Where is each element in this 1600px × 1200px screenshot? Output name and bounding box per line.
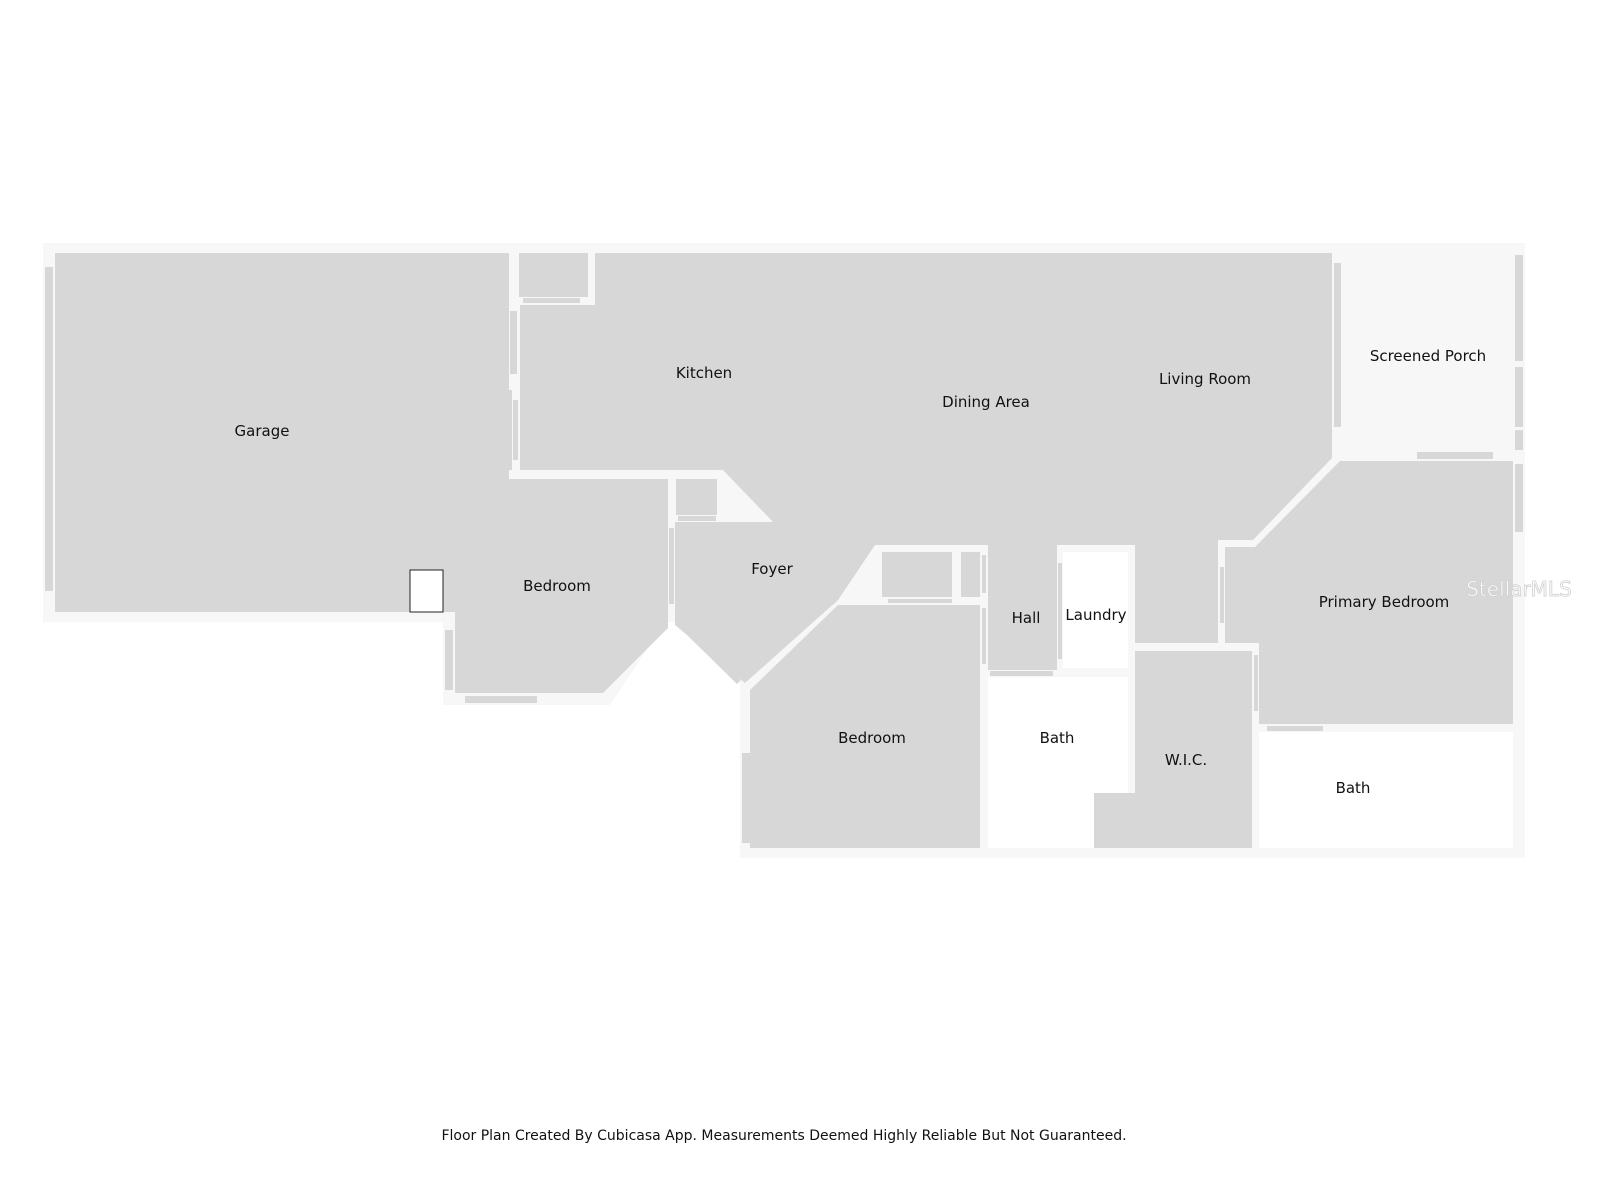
watermark: StellarMLS: [1466, 577, 1572, 601]
room-label-hall: Hall: [1012, 609, 1041, 627]
kitchen-dining-living-room: [520, 253, 1332, 683]
windows: [45, 255, 1523, 843]
closet: [882, 552, 952, 597]
garage-water-heater: [409, 569, 444, 613]
room-label-living: Living Room: [1159, 370, 1251, 388]
room-label-wic: W.I.C.: [1165, 751, 1207, 769]
bath-right-room: [1259, 732, 1513, 848]
room-label-porch: Screened Porch: [1370, 347, 1486, 365]
room-label-primary-bedroom: Primary Bedroom: [1319, 593, 1450, 611]
room-label-kitchen: Kitchen: [676, 364, 732, 382]
closet: [455, 390, 512, 470]
laundry-room: [1063, 552, 1128, 668]
closet: [519, 253, 588, 297]
room-label-laundry: Laundry: [1065, 606, 1126, 624]
closet: [676, 479, 717, 515]
garage-room: [55, 253, 509, 612]
primary-bedroom-room: [1225, 461, 1513, 724]
bedroom-left-room: [455, 479, 668, 693]
room-label-bedroom-lower: Bedroom: [838, 729, 906, 747]
bedroom-lower-room: [750, 605, 980, 848]
room-label-foyer: Foyer: [751, 560, 793, 578]
room-label-bath-right: Bath: [1336, 779, 1371, 797]
room-label-bath-center: Bath: [1040, 729, 1075, 747]
closet: [961, 552, 980, 597]
footer-disclaimer: Floor Plan Created By Cubicasa App. Meas…: [441, 1128, 1126, 1144]
wic-room: [1094, 651, 1252, 848]
room-label-dining: Dining Area: [942, 393, 1030, 411]
room-label-bedroom-left: Bedroom: [523, 577, 591, 595]
room-label-garage: Garage: [235, 422, 290, 440]
